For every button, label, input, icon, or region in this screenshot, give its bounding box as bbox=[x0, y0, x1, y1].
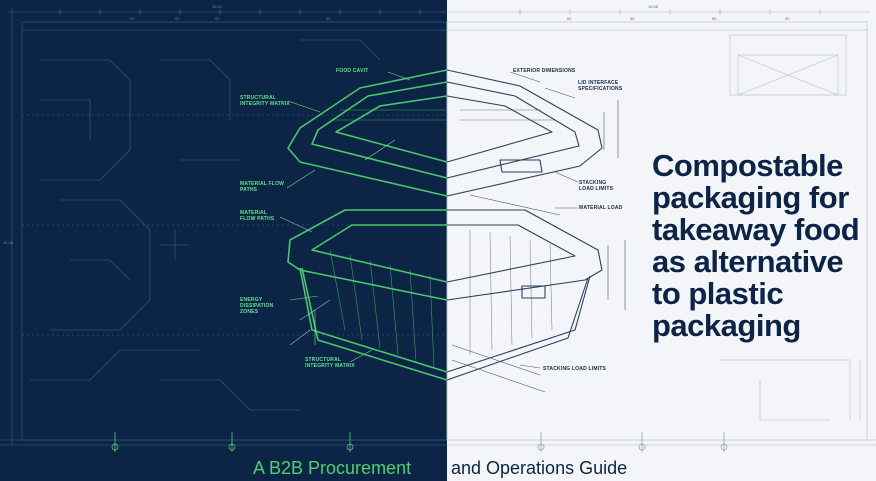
dim-t4: 00 bbox=[326, 16, 331, 21]
subtitle: A B2B Procurement and Operations Guide bbox=[0, 455, 876, 481]
callout-integrity-matrix-bottom: STRUCTURAL INTEGRITY MATRIX bbox=[305, 357, 355, 369]
container-glow-outline bbox=[279, 69, 448, 381]
headline-line: takeaway food bbox=[652, 212, 860, 247]
headline-line: packaging bbox=[652, 308, 801, 343]
callout-lid-interface: LID INTERFACE SPECIFICATIONS bbox=[578, 80, 623, 92]
callout-material-load: MATERIAL LOAD bbox=[579, 205, 623, 211]
callout-dissipation: ENERGY DISSIPATION ZONES bbox=[240, 297, 274, 315]
subtitle-left: A B2B Procurement bbox=[253, 458, 412, 478]
headline-line: as alternative bbox=[652, 244, 844, 279]
dim-top-right: 16.08 bbox=[648, 4, 659, 9]
container-technical-drawing bbox=[446, 69, 626, 393]
dim-r1: 00 bbox=[567, 16, 572, 21]
callout-stacking-limits-bottom: STACKING LOAD LIMITS bbox=[543, 366, 607, 372]
subtitle-right: and Operations Guide bbox=[451, 458, 628, 478]
dim-t3: 50 bbox=[215, 16, 220, 21]
headline-line: Compostable bbox=[652, 148, 843, 183]
dim-top-left: 16.01 bbox=[212, 4, 223, 9]
callout-flow-paths-1: MATERIAL FLOW PATHS bbox=[240, 181, 285, 193]
callout-food-cavity: FOOD CAVIT bbox=[336, 68, 369, 74]
dim-t1: 00 bbox=[130, 16, 135, 21]
callout-flow-paths-2: MATERIAL FLOW PATHS bbox=[240, 210, 275, 222]
callout-integrity-matrix-top: STRUCTURAL INTEGRITY MATRIX bbox=[240, 95, 290, 107]
dim-r4: 00 bbox=[785, 16, 790, 21]
dim-r3: 50 bbox=[712, 16, 717, 21]
headline: Compostable packaging for takeaway food … bbox=[652, 150, 872, 342]
dim-t2: 50 bbox=[175, 16, 180, 21]
dim-side-left: 16.08 bbox=[3, 240, 14, 245]
dim-r2: 50 bbox=[630, 16, 635, 21]
callout-exterior: EXTERIOR DIMENSIONS bbox=[513, 68, 576, 74]
headline-line: packaging for bbox=[652, 180, 849, 215]
callout-stacking-limits: STACKING LOAD LIMITS bbox=[579, 180, 614, 192]
light-blueprint-panel bbox=[447, 0, 876, 481]
dark-blueprint-panel bbox=[0, 0, 447, 481]
headline-line: to plastic bbox=[652, 276, 784, 311]
